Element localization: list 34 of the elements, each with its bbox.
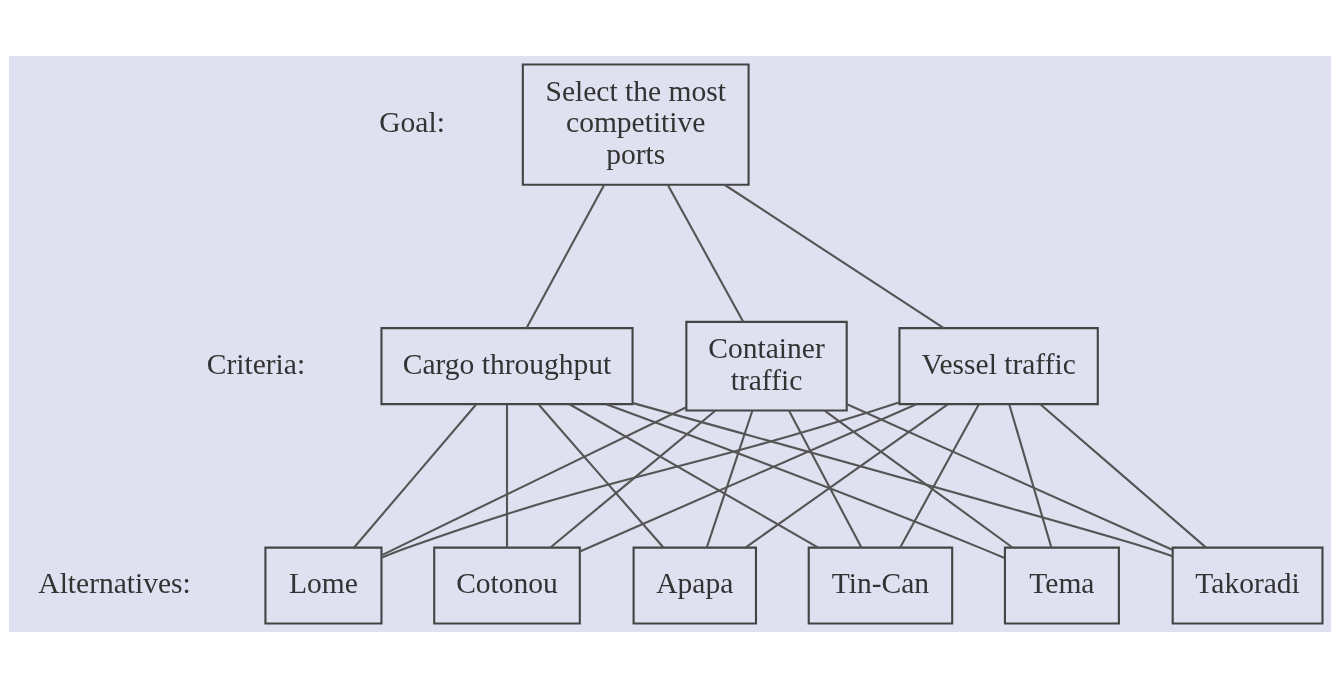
- connector: [353, 403, 477, 548]
- connector: [632, 401, 1173, 557]
- node-box: Vessel traffic: [898, 326, 1099, 405]
- connector: [579, 402, 917, 552]
- connector: [1008, 403, 1053, 548]
- label: Goal:: [379, 105, 445, 138]
- node-box: Container traffic: [685, 320, 848, 411]
- connector: [525, 183, 606, 328]
- connector: [538, 403, 665, 548]
- connector: [605, 402, 1005, 559]
- label: Criteria:: [206, 347, 306, 380]
- connector: [745, 402, 949, 548]
- connector: [549, 409, 716, 548]
- connector: [666, 183, 744, 322]
- connector: [899, 403, 980, 548]
- connector: [705, 409, 754, 548]
- node-box: Lome: [264, 546, 383, 625]
- label: Alternatives:: [38, 566, 191, 599]
- node-box: Tema: [1003, 546, 1120, 625]
- connector: [381, 401, 900, 558]
- connector: [723, 183, 944, 329]
- connector: [788, 409, 863, 548]
- node-box: Cotonou: [433, 546, 581, 625]
- node-box: Select the most competitive ports: [521, 62, 750, 186]
- connector: [824, 409, 1014, 548]
- node-box: Cargo throughput: [380, 326, 634, 405]
- node-box: Apapa: [632, 546, 758, 625]
- connector: [569, 402, 819, 548]
- connector: [1039, 403, 1207, 548]
- connector: [381, 405, 687, 556]
- connector: [505, 404, 509, 547]
- node-box: Takoradi: [1171, 546, 1324, 625]
- connector: [846, 402, 1173, 551]
- node-box: Tin-Can: [807, 546, 954, 625]
